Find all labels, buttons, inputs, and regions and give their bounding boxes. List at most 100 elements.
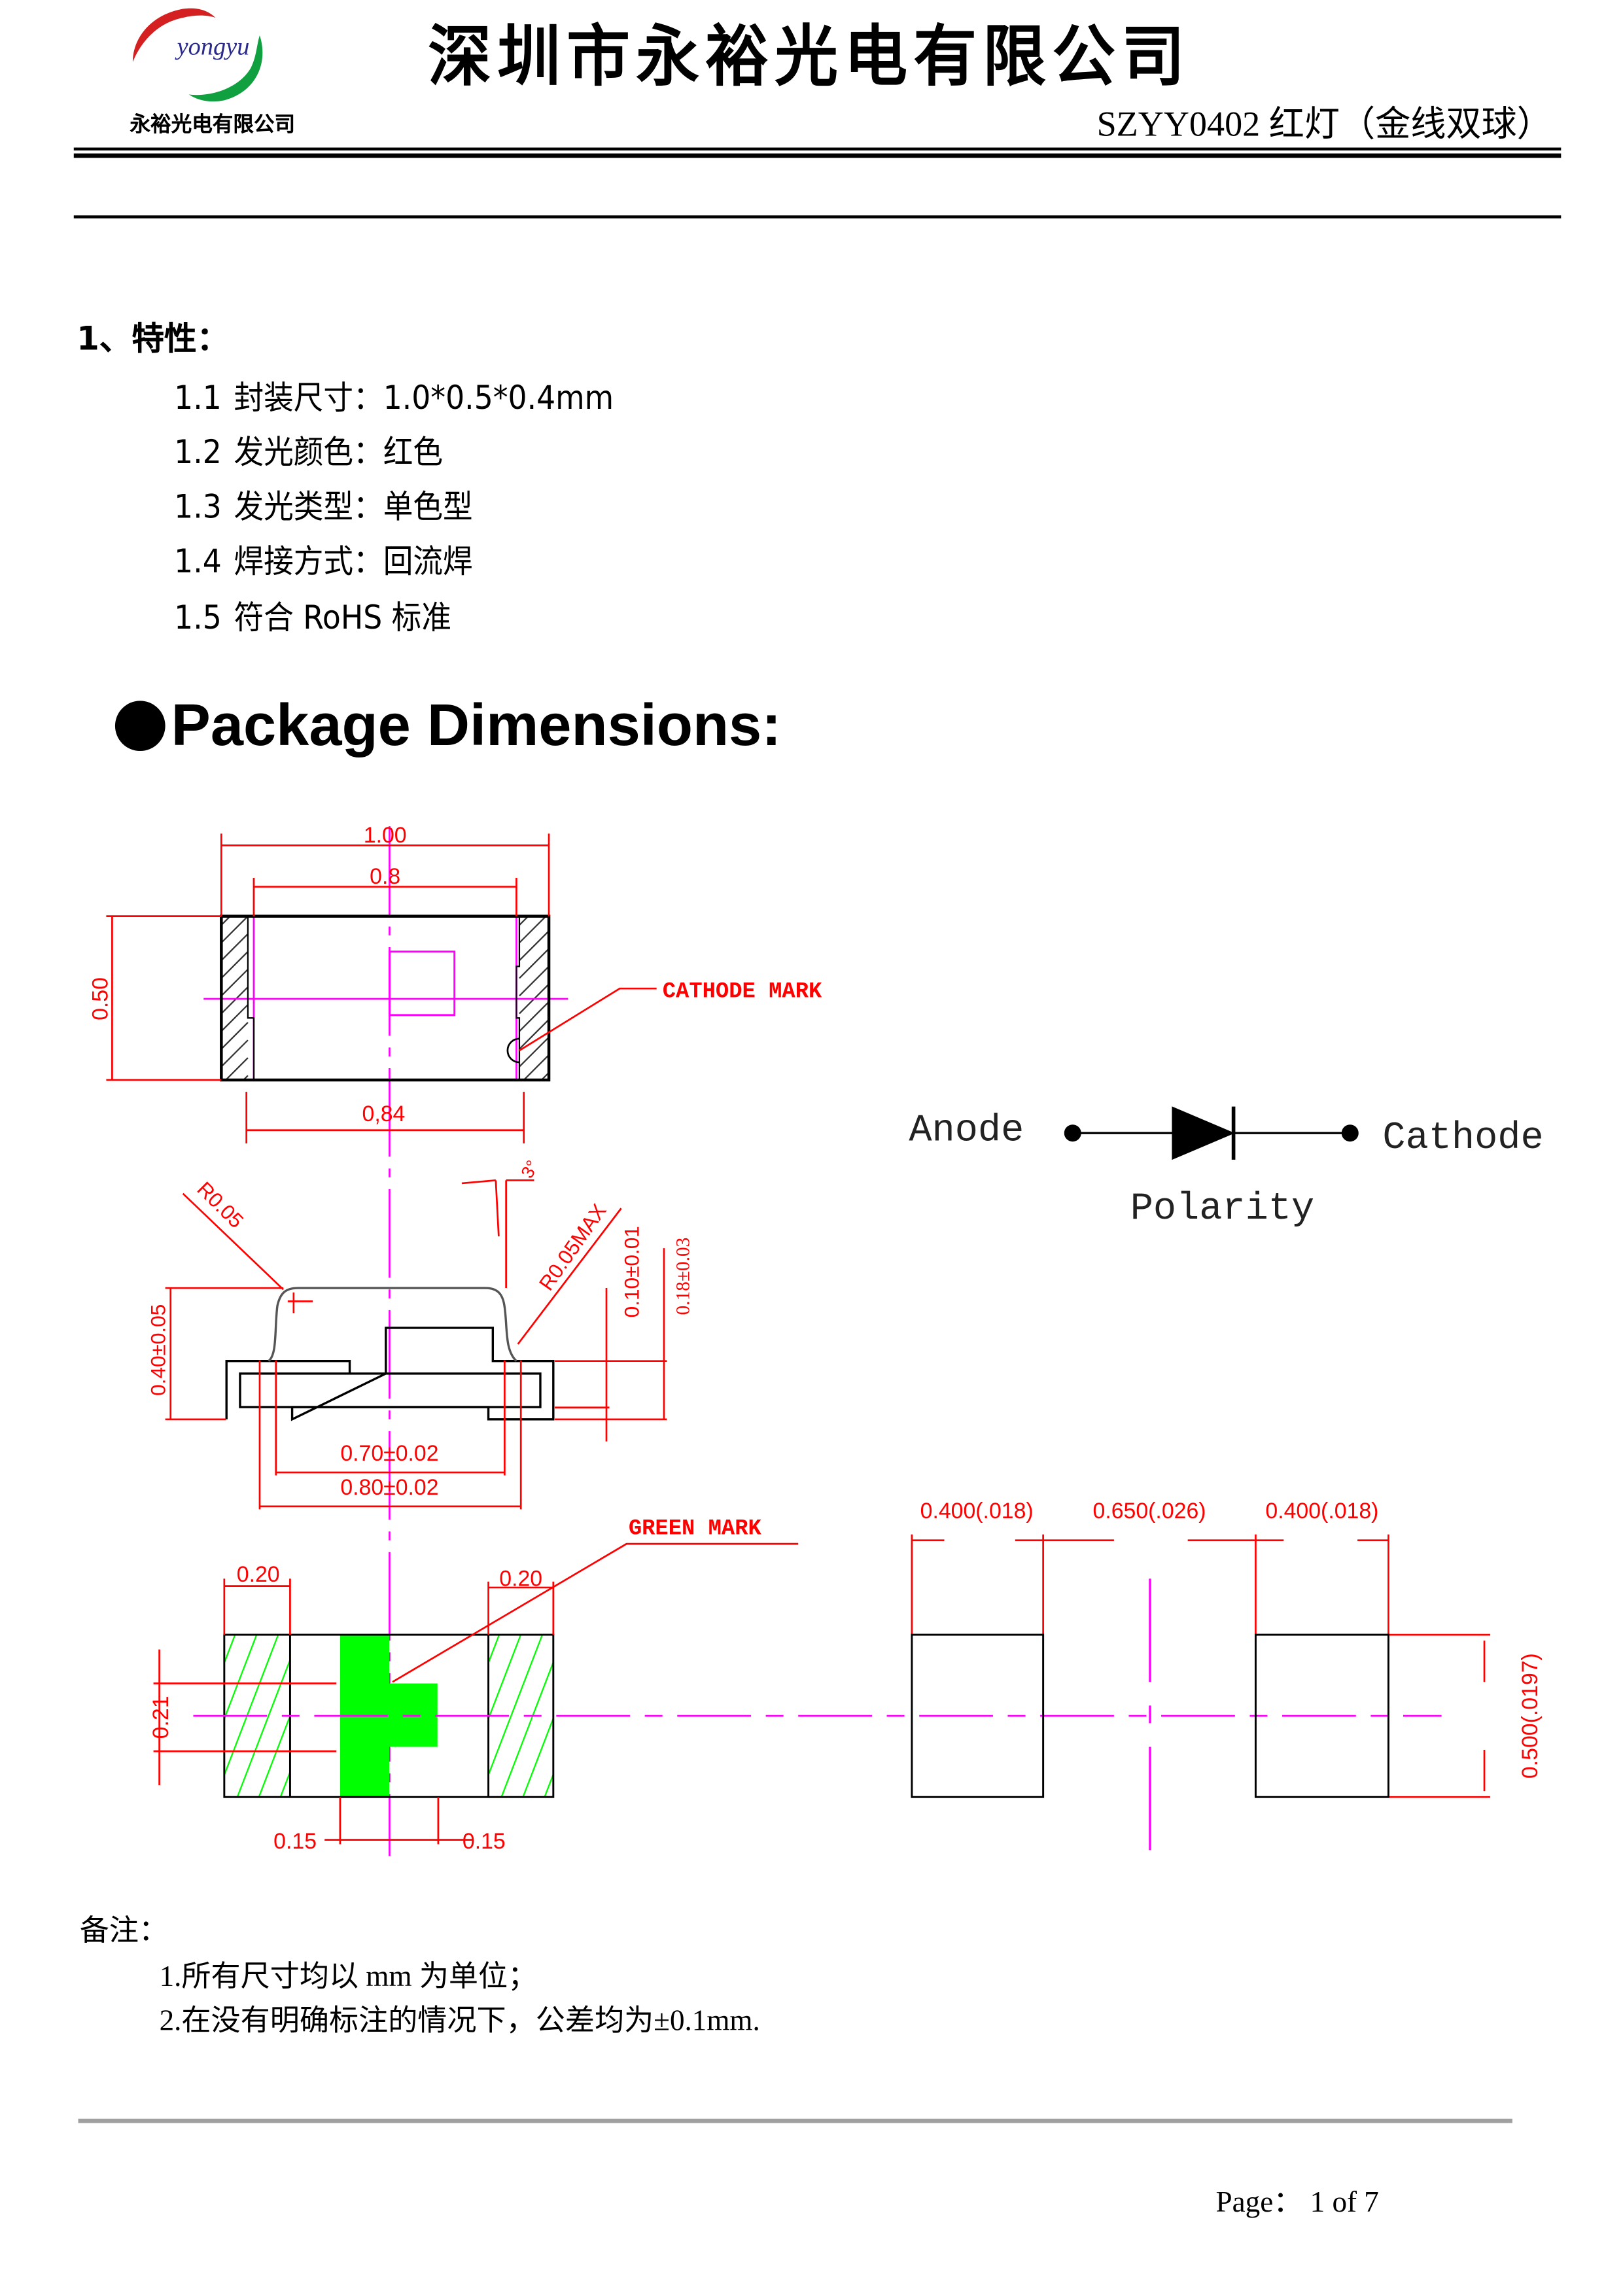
angle-label: 3° <box>517 1157 543 1181</box>
hatch-line <box>487 1634 522 1720</box>
dim-body-height-label: 0.40±0.05 <box>147 1304 170 1396</box>
feature-item: 1.1 封装尺寸：1.0*0.5*0.4mm <box>174 372 614 419</box>
company-logo <box>132 8 263 102</box>
side-view <box>225 1287 555 1421</box>
hatch-line <box>220 933 249 962</box>
feature-item: 1.3 发光类型：单色型 <box>174 481 473 528</box>
hatch-line <box>223 1634 258 1720</box>
hatch-line <box>220 915 249 944</box>
feature-item: 1.5 符合 RoHS 标准 <box>174 591 451 638</box>
dim-inner-label: 0.8 <box>370 864 400 889</box>
hatch-line <box>500 1661 554 1798</box>
hatch-line <box>223 1634 279 1775</box>
dim-mark-w2-label: 0.15 <box>462 1829 506 1854</box>
feature-text: 焊接方式：回流焊 <box>234 544 473 582</box>
dim-frame-label: 0.18±0.03 <box>672 1238 693 1315</box>
polarity-label: Polarity <box>1130 1187 1314 1230</box>
radius-max-label: R0.05MAX <box>534 1200 611 1295</box>
feature-number: 1.3 <box>174 489 222 527</box>
bottom-view-dimensions <box>153 1534 1491 1845</box>
hatch-line <box>220 986 249 1015</box>
package-heading-text: Package Dimensions: <box>171 693 782 759</box>
footer-rule <box>78 2118 1512 2123</box>
dim-width-label: 1.00 <box>364 823 407 848</box>
feature-number: 1.2 <box>174 435 222 472</box>
page-number: Page： 1 of 7 <box>1215 2186 1379 2219</box>
hatch-line <box>220 1022 249 1050</box>
product-title: SZYY0402 红灯（金线双球） <box>1096 106 1552 145</box>
footprint-height-label: 0.500(.0197) <box>1518 1653 1543 1779</box>
feature-text: 发光类型：单色型 <box>234 489 473 527</box>
cathode-mark-label: CATHODE MARK <box>663 980 822 1005</box>
hatch-line <box>522 1718 554 1798</box>
dim-mark-w1-label: 0.15 <box>273 1829 317 1854</box>
footprint-pad <box>1254 1633 1389 1798</box>
hatch-line <box>487 1634 544 1775</box>
feature-text: 发光颜色：红色 <box>234 435 444 472</box>
company-name: 深圳市永裕光电有限公司 <box>428 19 1191 97</box>
green-mark-label: GREEN MARK <box>629 1517 762 1542</box>
diode-triangle-icon <box>1172 1106 1235 1160</box>
dim-height-label: 0.50 <box>88 977 113 1020</box>
cathode-terminal-icon <box>1341 1124 1359 1142</box>
dim-mark-height-label: 0.21 <box>148 1696 173 1739</box>
header-rule-thick <box>73 153 1562 158</box>
hatch-line <box>225 1057 249 1081</box>
hatch-line <box>519 930 550 962</box>
footprint-gap-label: 0.650(.026) <box>1093 1499 1206 1523</box>
chip-outline <box>388 950 456 1017</box>
bullet-icon <box>114 701 166 752</box>
hatch-line <box>220 969 249 997</box>
dim-w2-label: 0.80±0.02 <box>340 1475 438 1500</box>
note-line: 1.所有尺寸均以 mm 为单位； <box>159 1960 538 1994</box>
dim-right-pad-label: 0.20 <box>499 1567 542 1592</box>
dim-w1-label: 0.70±0.02 <box>340 1441 438 1466</box>
hatch-line <box>258 1715 291 1798</box>
feature-text: 封装尺寸：1.0*0.5*0.4mm <box>234 380 614 418</box>
top-view <box>220 914 551 1082</box>
dim-left-pad-label: 0.20 <box>237 1562 280 1587</box>
notes-heading: 备注： <box>79 1915 169 1948</box>
side-view-dimensions <box>165 1179 667 1510</box>
radius-label: R0.05 <box>193 1177 249 1232</box>
hatch-line <box>519 1018 550 1050</box>
logo-subtitle: 永裕光电有限公司 <box>130 113 296 137</box>
feature-item: 1.2 发光颜色：红色 <box>174 426 443 474</box>
hatch-line <box>220 1004 249 1032</box>
anode-label: Anode <box>909 1109 1024 1153</box>
hatch-line <box>519 1001 550 1032</box>
dim-pad-span-label: 0,84 <box>362 1102 406 1126</box>
feature-number: 1.5 <box>174 600 222 638</box>
feature-item: 1.4 焊接方式：回流焊 <box>174 536 473 583</box>
diode-symbol <box>1064 1106 1359 1160</box>
feature-text: 符合 RoHS 标准 <box>234 600 452 638</box>
hatch-line <box>487 1634 500 1663</box>
header-rule-lower <box>73 215 1562 218</box>
footprint-pad2-label: 0.400(.018) <box>1265 1499 1378 1523</box>
hatch-line <box>279 1771 291 1798</box>
logo-red-arc <box>132 8 216 62</box>
hatch-line <box>519 965 550 997</box>
logo-green-arc <box>188 35 263 102</box>
hatch-line <box>220 1039 249 1068</box>
footprint-pad <box>911 1633 1045 1798</box>
feature-number: 1.1 <box>174 380 222 418</box>
footprint-pads <box>911 1633 1389 1798</box>
cathode-label: Cathode <box>1382 1116 1543 1160</box>
top-view-dimensions <box>106 833 657 1144</box>
footprint-pad1-label: 0.400(.018) <box>920 1499 1034 1523</box>
feature-number: 1.4 <box>174 544 222 582</box>
hatch-line <box>519 915 547 944</box>
hatch-line <box>523 1054 550 1081</box>
features-heading: 1、特性： <box>77 321 230 359</box>
dim-lead-label: 0.10±0.01 <box>620 1226 644 1317</box>
logo-wordmark: yongyu <box>177 32 250 61</box>
note-line: 2.在没有明确标注的情况下，公差均为±0.1mm. <box>159 2005 760 2038</box>
hatch-line <box>220 951 249 979</box>
hatch-line <box>236 1660 291 1798</box>
hatch-line <box>223 1634 236 1663</box>
hatch-line <box>519 1036 550 1068</box>
hatch-line <box>544 1774 554 1798</box>
